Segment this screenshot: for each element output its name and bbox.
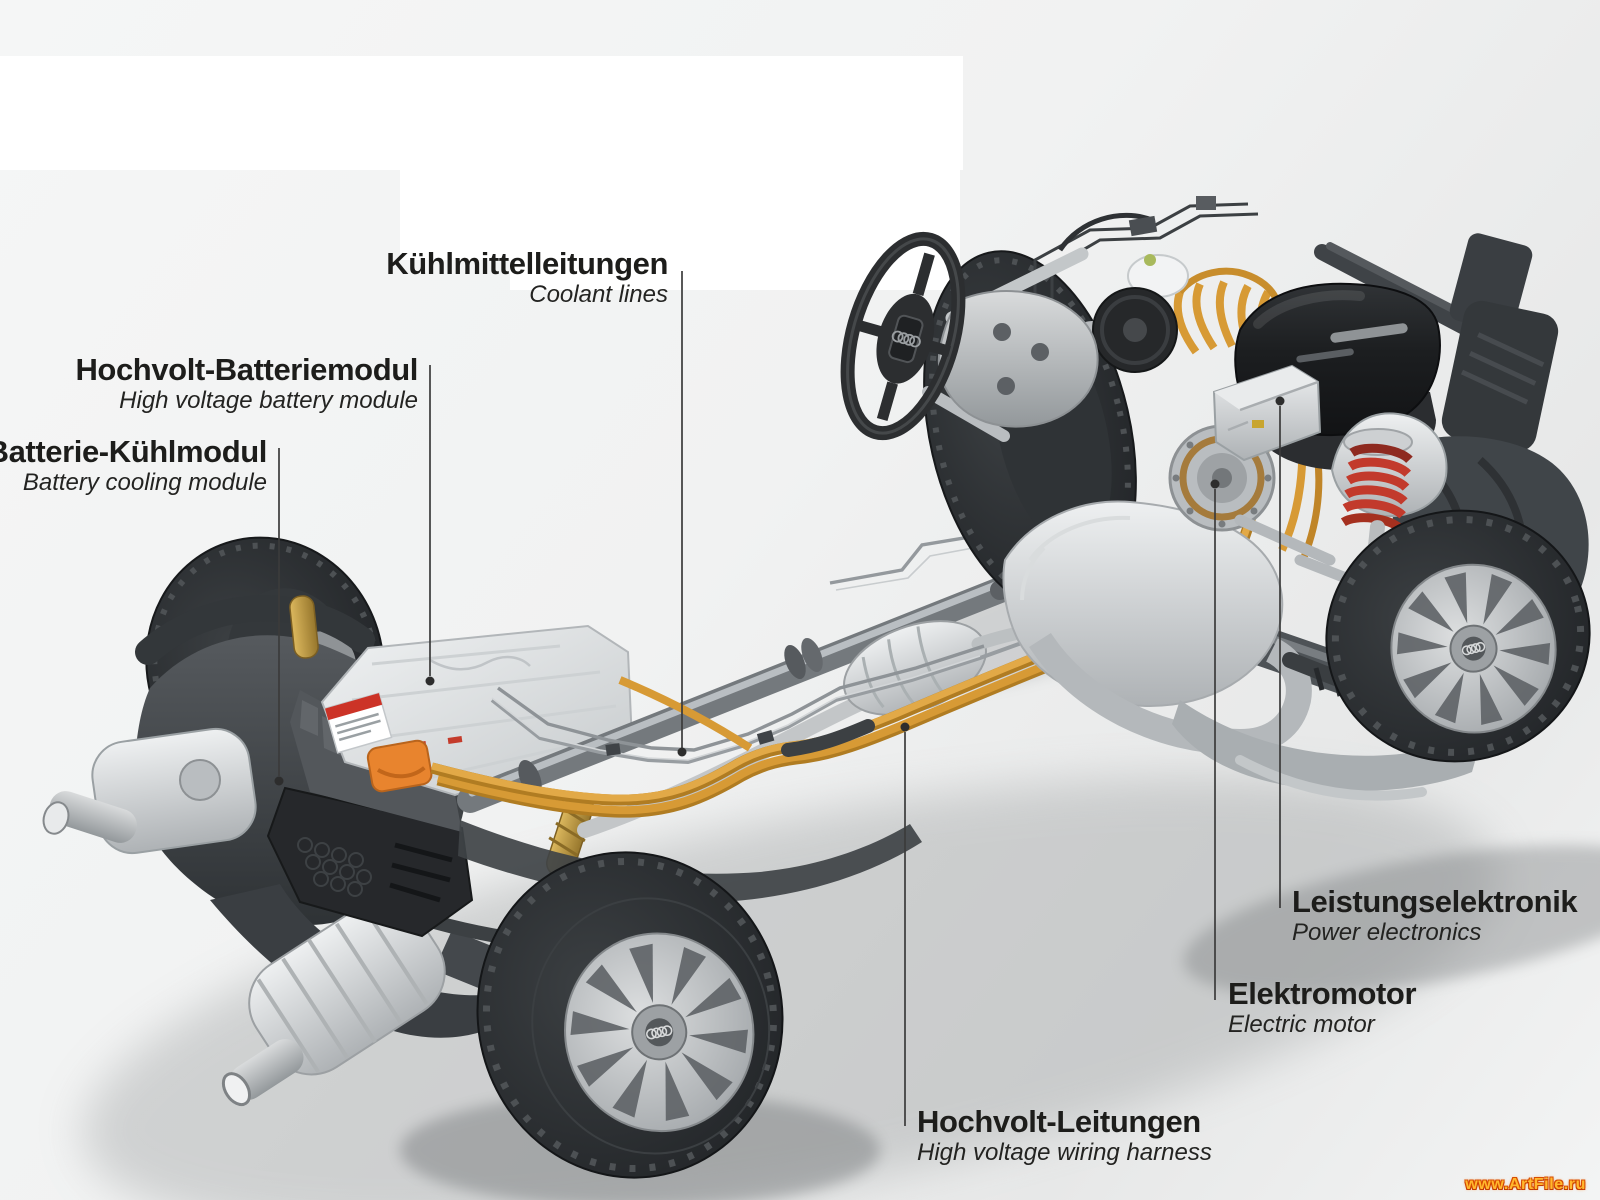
label-power-electronics: Leistungselektronik Power electronics — [1292, 884, 1578, 946]
label-hv-battery-module-de: Hochvolt-Batteriemodul — [75, 352, 418, 387]
power-electronics-part — [1212, 364, 1322, 462]
label-battery-cooling-module-de: Batterie-Kühlmodul — [0, 434, 267, 469]
label-power-electronics-en: Power electronics — [1292, 918, 1482, 946]
label-hv-wiring-harness-en: High voltage wiring harness — [917, 1138, 1212, 1166]
front-subframe — [1172, 700, 1486, 801]
air-filter-box — [1441, 300, 1559, 452]
label-electric-motor-de: Elektromotor — [1228, 976, 1417, 1011]
label-coolant-lines-de: Kühlmittelleitungen — [386, 246, 668, 281]
hv-connector-orange — [366, 739, 433, 793]
rear-near-wheel — [476, 851, 784, 1179]
label-power-electronics-de: Leistungselektronik — [1292, 884, 1578, 919]
leader-dot-electric-motor — [1210, 479, 1220, 489]
label-hv-battery-module-en: High voltage battery module — [119, 386, 418, 414]
leader-dot-hv-wiring — [900, 722, 910, 732]
steering-wheel — [840, 231, 966, 441]
leader-dot-coolant-lines — [677, 747, 687, 757]
leader-dot-hv-battery-module — [425, 676, 435, 686]
coil-spring-red — [1340, 443, 1413, 533]
label-coolant-lines-en: Coolant lines — [529, 280, 668, 308]
label-battery-cooling-module: Batterie-Kühlmodul Battery cooling modul… — [0, 434, 267, 496]
steering-assembly — [922, 247, 1099, 442]
label-electric-motor-en: Electric motor — [1228, 1010, 1375, 1038]
rear-exhaust-muffler — [221, 899, 446, 1107]
label-electric-motor: Elektromotor Electric motor — [1228, 976, 1417, 1038]
battery-warning-label — [324, 692, 393, 754]
watermark: www.ArtFile.ru — [1465, 1176, 1586, 1193]
leader-dot-power-electronics — [1275, 396, 1285, 406]
label-hv-battery-module: Hochvolt-Batteriemodul High voltage batt… — [75, 352, 418, 414]
front-near-wheel — [1325, 509, 1591, 763]
rear-differential — [42, 727, 257, 855]
label-hv-wiring-harness: Hochvolt-Leitungen High voltage wiring h… — [917, 1104, 1212, 1166]
leader-dot-battery-cooling-module — [274, 776, 284, 786]
label-coolant-lines: Kühlmittelleitungen Coolant lines — [386, 246, 668, 308]
label-battery-cooling-module-en: Battery cooling module — [22, 468, 267, 496]
label-hv-wiring-harness-de: Hochvolt-Leitungen — [917, 1104, 1201, 1139]
